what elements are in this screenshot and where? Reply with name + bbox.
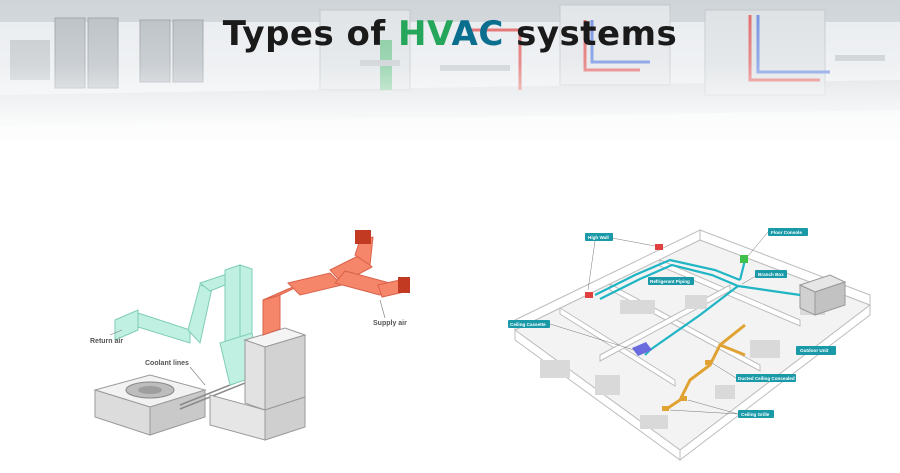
callout-ceiling-grille: Ceiling Grille: [669, 399, 774, 418]
svg-text:Outdoor Unit: Outdoor Unit: [800, 348, 829, 353]
title-suffix: systems: [503, 14, 678, 54]
svg-text:Branch Box: Branch Box: [758, 272, 784, 277]
high-wall-unit-right: [655, 244, 663, 250]
svg-text:Ceiling Grille: Ceiling Grille: [741, 412, 770, 417]
callout-high-wall: High Wall: [585, 233, 656, 291]
floorplan-walls: [514, 229, 871, 462]
ducted-hvac-diagram: Return air Coolant lines Supply air: [90, 230, 410, 441]
callout-outdoor-unit: Outdoor Unit: [796, 346, 836, 355]
label-coolant-lines: Coolant lines: [145, 360, 189, 367]
title-prefix: Types of: [222, 14, 399, 54]
ceiling-cassette-unit: [632, 342, 652, 356]
vrf-floorplan-diagram: High Wall Floor Console Branch Box Refri…: [508, 228, 872, 462]
floorplan-base: [514, 239, 872, 451]
label-supply-air: Supply air: [373, 320, 407, 327]
floorplan-furniture: [540, 295, 825, 429]
supply-grille-lower: [398, 277, 410, 293]
svg-text:High Wall: High Wall: [588, 235, 609, 240]
outdoor-unit-shape: [798, 274, 847, 316]
header-fade-overlay: [0, 0, 900, 140]
title-highlight-teal: AC: [451, 14, 504, 54]
label-return-air: Return air: [90, 338, 123, 345]
header-banner: Types of HVAC systems: [0, 0, 900, 140]
indoor-air-handler: [209, 327, 307, 441]
refrigerant-piping-lines: [594, 258, 801, 356]
page-title: Types of HVAC systems: [0, 14, 900, 54]
callout-ducted-ceiling-concealed: Ducted Ceiling Concealed: [711, 362, 796, 382]
high-wall-unit-left: [585, 292, 593, 298]
svg-text:Floor Console: Floor Console: [771, 230, 802, 235]
title-highlight-green: HV: [398, 14, 452, 54]
callout-refrigerant-piping: Refrigerant Piping: [648, 277, 694, 285]
callout-branch-box: Branch Box: [741, 270, 787, 285]
svg-text:Ceiling Cassette: Ceiling Cassette: [510, 322, 546, 327]
floor-console-unit: [740, 255, 748, 263]
return-air-duct: [114, 264, 261, 386]
callout-ceiling-cassette: Ceiling Cassette: [508, 320, 635, 351]
supply-grille-upper: [355, 230, 371, 244]
callout-floor-console: Floor Console: [747, 228, 808, 257]
svg-text:Refrigerant Piping: Refrigerant Piping: [650, 279, 690, 284]
ducted-lines: [664, 323, 746, 412]
svg-text:Ducted Ceiling Concealed: Ducted Ceiling Concealed: [738, 376, 795, 381]
